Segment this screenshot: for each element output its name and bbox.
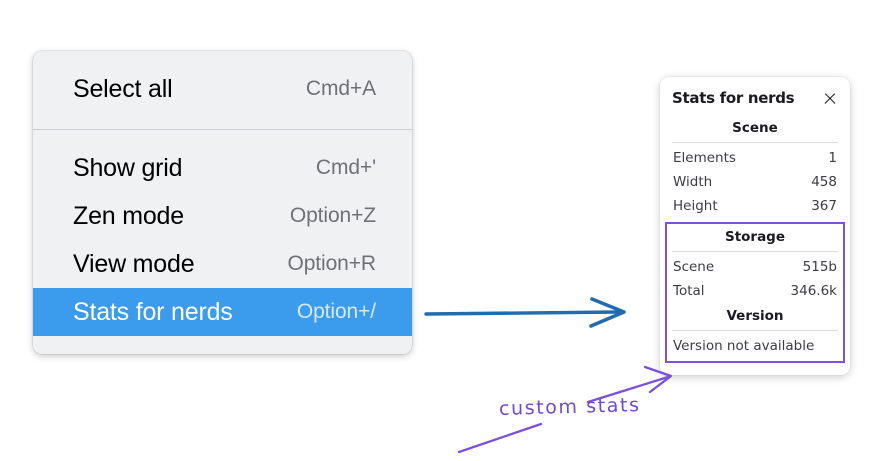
menu-item-label: View mode [73, 249, 195, 278]
stat-value: 346.6k [790, 282, 837, 299]
stat-value: 1 [828, 150, 837, 166]
stat-row-elements: Elements 1 [672, 146, 838, 170]
context-menu[interactable]: Select all Cmd+A Show grid Cmd+' Zen mod… [33, 51, 412, 354]
menu-item-shortcut: Option+R [287, 252, 376, 275]
menu-item-view-mode[interactable]: View mode Option+R [33, 240, 412, 288]
stat-key: Total [673, 282, 705, 299]
stat-value: 367 [811, 198, 837, 215]
stats-section-scene: Scene Elements 1 Width 458 Height 367 [672, 115, 838, 219]
menu-item-label: Show grid [73, 153, 183, 182]
stat-row-width: Width 458 [672, 170, 838, 194]
stats-section-storage: Storage Scene 515b Total 346.6k [672, 224, 838, 303]
annotation-label-custom-stats: custom stats [498, 394, 641, 420]
stat-key: Height [673, 198, 718, 215]
section-header-scene: Scene [732, 120, 778, 136]
menu-group-1: Select all Cmd+A [33, 51, 412, 129]
menu-item-zen-mode[interactable]: Zen mode Option+Z [33, 192, 412, 240]
menu-item-select-all[interactable]: Select all Cmd+A [33, 65, 412, 113]
menu-item-label: Select all [73, 74, 173, 103]
stat-value: 458 [811, 174, 837, 191]
section-header-version: Version [726, 308, 784, 325]
blue-arrow-to-stats-panel [424, 297, 626, 328]
menu-item-label: Stats for nerds [73, 297, 233, 326]
stat-row-storage-scene: Scene 515b [672, 255, 838, 279]
stat-key: Elements [673, 150, 736, 166]
menu-item-stats-for-nerds[interactable]: Stats for nerds Option+/ [33, 288, 412, 336]
section-divider [672, 142, 838, 143]
stats-panel-titlebar: Stats for nerds [672, 87, 838, 115]
stat-key: Scene [673, 258, 715, 275]
menu-footer-spacer [33, 336, 412, 354]
stat-value: 515b [802, 258, 837, 275]
menu-separator [33, 129, 412, 130]
stat-version-text: Version not available [673, 338, 815, 355]
section-divider [672, 330, 838, 332]
close-icon[interactable] [822, 91, 837, 106]
menu-item-show-grid[interactable]: Show grid Cmd+' [33, 144, 412, 192]
menu-group-2: Show grid Cmd+' Zen mode Option+Z View m… [33, 130, 412, 336]
stat-key: Width [673, 174, 713, 191]
stats-panel-title: Stats for nerds [672, 89, 795, 107]
stats-section-version: Version Version not available [672, 303, 838, 358]
section-header-storage: Storage [724, 228, 786, 245]
section-divider [672, 250, 838, 252]
stat-row-storage-total: Total 346.6k [672, 279, 838, 303]
menu-item-shortcut: Option+Z [289, 204, 376, 227]
menu-item-shortcut: Option+/ [296, 300, 376, 323]
stats-for-nerds-panel: Stats for nerds Scene Elements 1 Width 4… [660, 77, 850, 376]
purple-underline-stroke [457, 422, 543, 454]
menu-item-shortcut: Cmd+A [305, 77, 376, 100]
menu-item-shortcut: Cmd+' [315, 156, 376, 179]
custom-stats-highlight-region: Storage Scene 515b Total 346.6k Version … [665, 221, 845, 364]
stat-row-height: Height 367 [672, 194, 838, 218]
menu-item-label: Zen mode [73, 201, 184, 230]
